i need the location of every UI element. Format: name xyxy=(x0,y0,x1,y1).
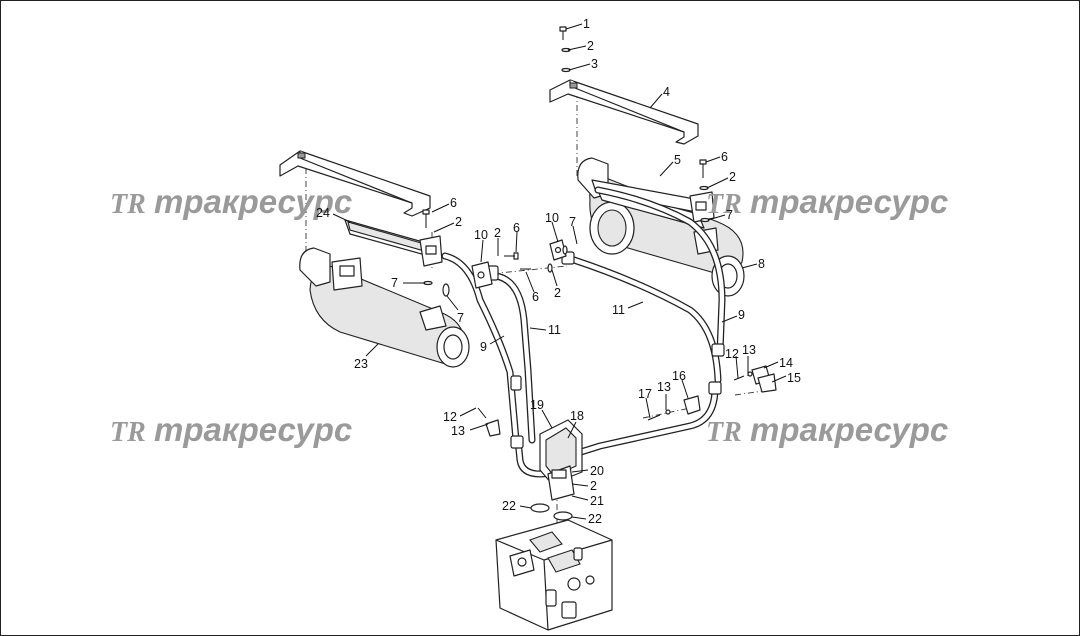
callouts: 1 2 3 4 5 6 2 7 8 9 11 10 7 xyxy=(316,17,801,526)
fasteners xyxy=(422,26,753,421)
callout-2-lower: 2 xyxy=(554,286,561,300)
watermark-top-right: TR тракресурс xyxy=(706,183,948,220)
callout-7-mid: 7 xyxy=(569,215,576,229)
left-hydraulic-cylinder xyxy=(299,219,470,368)
watermark-bottom-right: TR тракресурс xyxy=(706,411,948,448)
watermark-text: тракресурс xyxy=(750,411,948,448)
callout-5: 5 xyxy=(674,153,681,167)
callout-2-mid: 2 xyxy=(494,226,501,240)
clamps xyxy=(485,365,777,437)
callout-6: 6 xyxy=(721,150,728,164)
callout-7-right: 7 xyxy=(726,208,733,222)
callout-12-right: 12 xyxy=(725,347,739,361)
callout-23: 23 xyxy=(354,357,368,371)
control-valve xyxy=(495,519,613,631)
callout-11-left: 11 xyxy=(548,323,561,337)
watermark-text: тракресурс xyxy=(154,183,352,220)
callout-13-right: 13 xyxy=(742,343,756,357)
watermark-text: тракресурс xyxy=(750,183,948,220)
callout-13-left: 13 xyxy=(451,424,465,438)
callout-7-left-b: 7 xyxy=(457,311,464,325)
callout-2-right: 2 xyxy=(729,170,736,184)
watermark-logo: TR xyxy=(706,417,742,448)
callout-2-left: 2 xyxy=(455,215,462,229)
callout-2-bottom: 2 xyxy=(590,479,597,493)
callout-11-right: 11 xyxy=(612,303,625,317)
left-cylinder-cover xyxy=(279,150,431,217)
callout-6-mid: 6 xyxy=(513,221,520,235)
callout-12-left: 12 xyxy=(443,410,457,424)
callout-18: 18 xyxy=(570,409,584,423)
watermark-text: тракресурс xyxy=(154,411,352,448)
callout-14: 14 xyxy=(779,356,793,370)
watermark-bottom-left: TR тракресурс xyxy=(110,411,352,448)
callout-17: 17 xyxy=(638,387,652,401)
callout-6-left: 6 xyxy=(450,196,457,210)
callout-4: 4 xyxy=(663,85,670,99)
callout-19: 19 xyxy=(530,398,544,412)
callout-9-right: 9 xyxy=(738,308,745,322)
callout-21: 21 xyxy=(590,494,604,508)
callout-20: 20 xyxy=(590,464,604,478)
watermark-logo: TR xyxy=(110,417,146,448)
watermark-top-left: TR тракресурс xyxy=(110,183,352,220)
flange-brackets xyxy=(471,239,567,289)
callout-7-left-a: 7 xyxy=(391,276,398,290)
manifold-block xyxy=(530,419,583,521)
callout-2: 2 xyxy=(587,39,594,53)
callout-10-left: 10 xyxy=(474,228,488,242)
watermark-logo: TR xyxy=(110,189,146,220)
hose-fittings xyxy=(485,251,725,449)
callout-3: 3 xyxy=(591,57,598,71)
callout-22-left: 22 xyxy=(502,499,516,513)
callout-22-right: 22 xyxy=(588,512,602,526)
callout-6-lower: 6 xyxy=(532,290,539,304)
right-cylinder-cover xyxy=(549,79,699,145)
callout-15: 15 xyxy=(787,371,801,385)
callout-8: 8 xyxy=(758,257,765,271)
callout-24: 24 xyxy=(316,206,330,220)
callout-9-left: 9 xyxy=(480,340,487,354)
callout-10-right: 10 xyxy=(545,211,559,225)
callout-16: 16 xyxy=(672,369,686,383)
callout-1: 1 xyxy=(583,17,590,31)
callout-13-mid: 13 xyxy=(657,380,671,394)
